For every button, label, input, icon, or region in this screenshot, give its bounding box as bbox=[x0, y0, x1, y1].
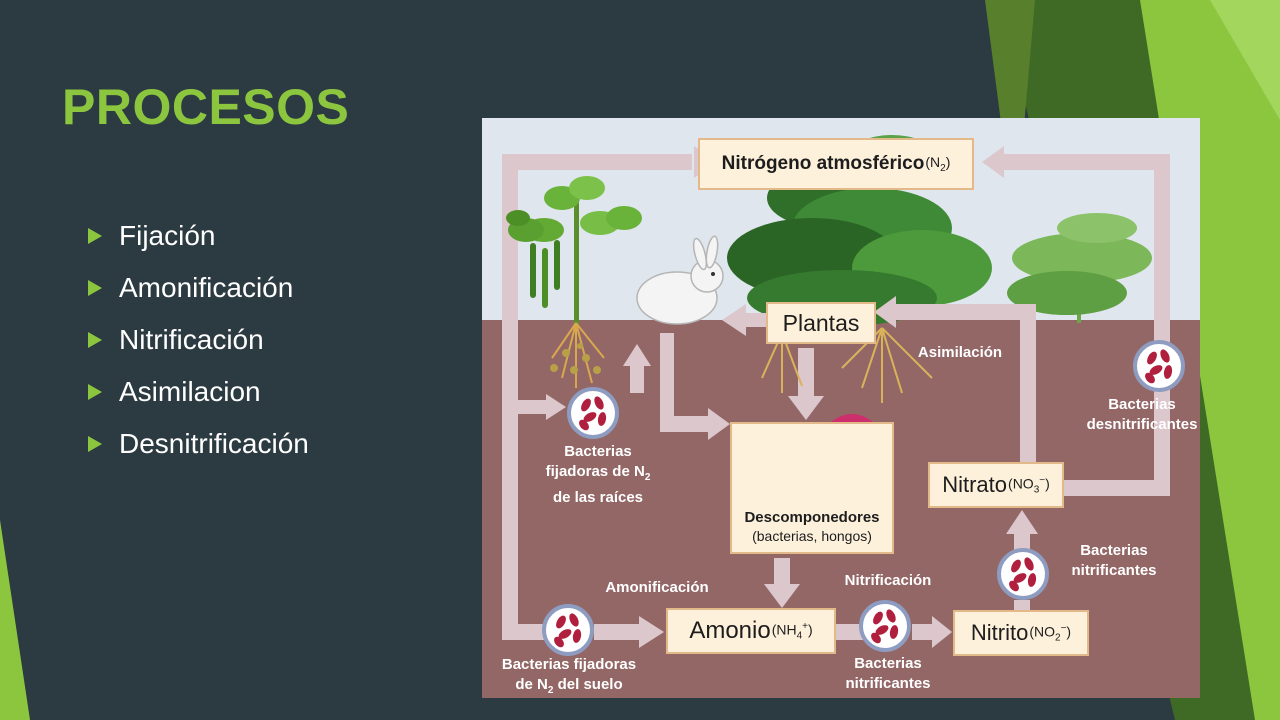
formula-sub: 4 bbox=[796, 630, 803, 642]
label-assimilation: Asimilación bbox=[917, 344, 1003, 361]
process-item-label: Nitrificación bbox=[119, 324, 264, 355]
bullet-arrow-icon bbox=[88, 332, 102, 348]
label-nitrifying-bacteria-bottom: Bacterias nitrificantes bbox=[828, 654, 948, 694]
label-line: Bacterias fijadoras bbox=[501, 656, 637, 673]
formula-sup: − bbox=[1060, 622, 1067, 634]
formula-sup: − bbox=[1039, 474, 1046, 486]
formula-main: NO bbox=[1012, 475, 1034, 492]
paren-open: ( bbox=[1008, 475, 1013, 492]
label-line: Bacterias bbox=[854, 655, 922, 672]
label-line: desnitrificantes bbox=[1086, 416, 1198, 433]
formula-main: N bbox=[930, 154, 941, 171]
formula-main: NO bbox=[1034, 623, 1056, 640]
paren-open: ( bbox=[925, 154, 930, 171]
paren-close: ) bbox=[1045, 475, 1050, 492]
formula-main: NH bbox=[776, 621, 797, 638]
formula-sup: + bbox=[802, 620, 808, 632]
bacteria-icon bbox=[567, 387, 619, 439]
label-sub: 2 bbox=[547, 685, 554, 696]
node-name: Amonio bbox=[689, 617, 771, 644]
paren-open: ( bbox=[1029, 623, 1035, 640]
bacteria-icon bbox=[1133, 340, 1185, 392]
node-decomposers: Descomponedores (bacterias, hongos) bbox=[730, 422, 894, 554]
process-item-fijacion: Fijación bbox=[88, 210, 309, 262]
process-item-label: Amonificación bbox=[119, 272, 294, 303]
node-name: Descomponedores bbox=[744, 509, 880, 526]
process-item-nitrificacion: Nitrificación bbox=[88, 314, 309, 366]
node-name: Nitrógeno atmosférico bbox=[721, 153, 925, 174]
label-soil-bacteria: Bacterias fijadoras de N2 del suelo bbox=[484, 655, 654, 701]
label-line: nitrificantes bbox=[1071, 562, 1157, 579]
process-item-amonificacion: Amonificación bbox=[88, 262, 309, 314]
node-nitrate: Nitrato (NO3−) bbox=[928, 462, 1064, 508]
node-formula: (N2) bbox=[925, 154, 950, 174]
bullet-arrow-icon bbox=[88, 436, 102, 452]
process-item-desnitrificacion: Desnitrificación bbox=[88, 418, 309, 470]
node-nitrite: Nitrito (NO2−) bbox=[953, 610, 1089, 656]
process-item-label: Desnitrificación bbox=[119, 428, 309, 459]
decor-stripe-light bbox=[1210, 0, 1280, 120]
process-item-label: Fijación bbox=[119, 220, 216, 251]
node-detail: (bacterias, hongos) bbox=[752, 528, 872, 544]
formula-sub: 3 bbox=[1033, 484, 1040, 496]
label-root-bacteria: Bacterias fijadoras de N2 de las raíces bbox=[528, 442, 668, 508]
label-nitrification: Nitrificación bbox=[844, 572, 932, 589]
plant-illustration bbox=[506, 176, 642, 328]
node-plants: Plantas bbox=[766, 302, 876, 344]
nitrogen-cycle-diagram: Nitrógeno atmosférico (N2) Plantas Desco… bbox=[482, 118, 1200, 698]
bacteria-icon bbox=[859, 600, 911, 652]
plant-illustration bbox=[1007, 213, 1152, 323]
node-name: Nitrato bbox=[942, 472, 1008, 497]
node-formula: (NO2−) bbox=[1029, 623, 1071, 643]
node-name: Plantas bbox=[782, 309, 860, 336]
root-nodule-dots bbox=[550, 343, 601, 374]
label-line: de N2 del suelo bbox=[484, 675, 654, 701]
label-line: nitrificantes bbox=[845, 675, 931, 692]
label-line: Bacterias bbox=[564, 443, 632, 460]
label-text: de N bbox=[515, 676, 548, 693]
node-ammonium: Amonio (NH4+) bbox=[666, 608, 836, 654]
label-ammonification: Amonificación bbox=[605, 579, 709, 596]
process-item-asimilacion: Asimilacion bbox=[88, 366, 309, 418]
label-line: fijadoras de N2 bbox=[528, 462, 668, 488]
label-sub: 2 bbox=[644, 472, 651, 483]
cycle-arrows bbox=[502, 146, 1170, 648]
paren-close: ) bbox=[1066, 623, 1072, 640]
label-text: del suelo bbox=[553, 676, 623, 693]
label-line: de las raíces bbox=[552, 489, 644, 506]
node-formula: (NO3−) bbox=[1008, 475, 1050, 495]
label-denitrifying-bacteria: Bacterias desnitrificantes bbox=[1086, 395, 1198, 435]
node-formula: (NH4+) bbox=[772, 621, 813, 641]
rabbit-illustration bbox=[636, 235, 724, 325]
paren-open: ( bbox=[771, 621, 777, 638]
bullet-arrow-icon bbox=[88, 280, 102, 296]
label-text: fijadoras de N bbox=[545, 463, 645, 480]
decor-corner-left bbox=[0, 520, 30, 720]
label-line: Bacterias bbox=[1080, 542, 1148, 559]
label-nitrifying-bacteria-right: Bacterias nitrificantes bbox=[1054, 541, 1174, 581]
formula-sub: 2 bbox=[1055, 632, 1061, 644]
decor-stripe-mid bbox=[985, 0, 1035, 230]
bullet-arrow-icon bbox=[88, 384, 102, 400]
node-atmospheric-nitrogen: Nitrógeno atmosférico (N2) bbox=[698, 138, 974, 190]
slide-title: PROCESOS bbox=[62, 79, 350, 135]
bacteria-icon bbox=[542, 604, 594, 656]
bullet-arrow-icon bbox=[88, 228, 102, 244]
formula-sub: 2 bbox=[940, 162, 946, 174]
paren-close: ) bbox=[808, 621, 813, 638]
bacteria-icon bbox=[997, 548, 1049, 600]
process-list: Fijación Amonificación Nitrificación Asi… bbox=[88, 210, 309, 470]
process-item-label: Asimilacion bbox=[119, 376, 261, 407]
node-name: Nitrito bbox=[970, 620, 1029, 645]
label-line: Bacterias bbox=[1108, 396, 1176, 413]
paren-close: ) bbox=[945, 154, 951, 171]
